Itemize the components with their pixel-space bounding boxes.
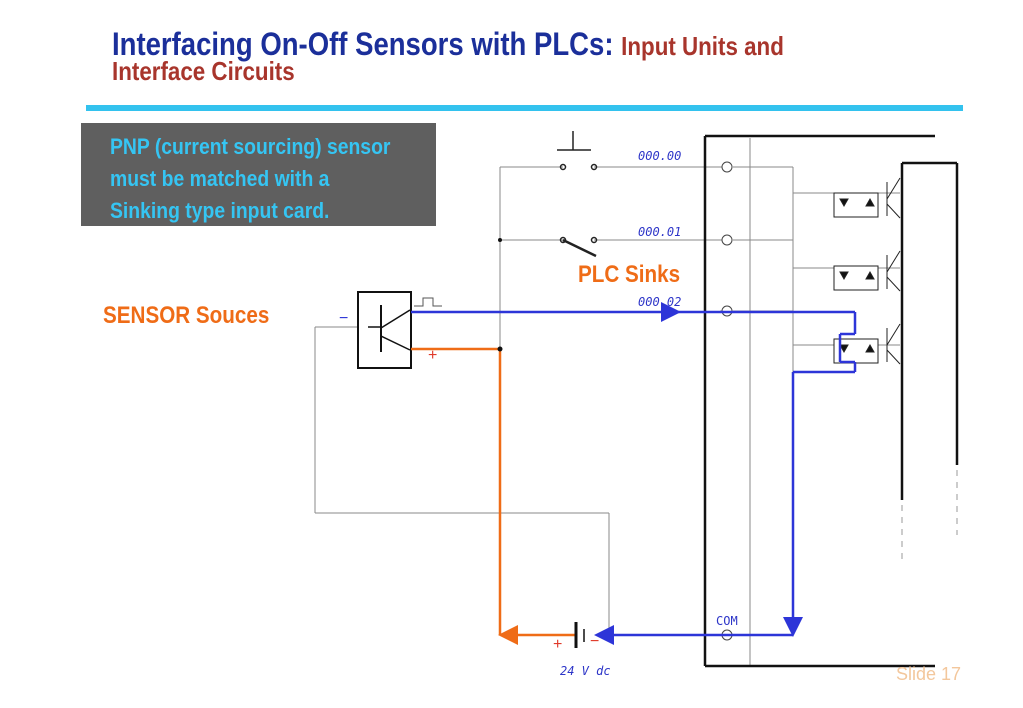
note-box	[81, 123, 436, 226]
title-main-text: Interfacing On-Off Sensors with PLCs:	[112, 26, 614, 62]
sensor-minus-sign: −	[339, 310, 349, 327]
orange-current-path	[411, 347, 575, 645]
battery-minus-sign: −	[590, 633, 600, 650]
com-label: COM	[716, 614, 738, 628]
terminals	[721, 161, 733, 641]
slide-title: Interfacing On-Off Sensors with PLCs: In…	[112, 28, 992, 84]
sensor-label: SENSOR Souces	[103, 302, 270, 329]
blue-current-path	[411, 302, 857, 645]
battery-plus-sign: +	[553, 636, 563, 653]
switch-icon	[559, 236, 598, 258]
input-000-00-label: 000.00	[638, 149, 682, 163]
battery-icon	[574, 622, 585, 648]
supply-voltage-label: 24 V dc	[560, 664, 611, 678]
note-text: PNP (current sourcing) sensor must be ma…	[110, 134, 391, 223]
pulse-icon	[414, 297, 442, 307]
slide-number: Slide 17	[896, 664, 962, 684]
pushbutton-icon	[557, 131, 598, 171]
junction-dot	[497, 346, 503, 352]
input-000-01-label: 000.01	[638, 225, 682, 239]
gray-wiring	[314, 138, 900, 665]
input-000-02-label: 000.02	[638, 295, 682, 309]
optocoupler-icons	[833, 177, 901, 365]
sensor-icon	[357, 291, 412, 369]
plc-label: PLC Sinks	[578, 261, 681, 288]
title-sub-part2: Interface Circuits	[112, 56, 295, 86]
sensor-plus-sign: +	[428, 347, 438, 364]
plc-input-card	[703, 134, 959, 668]
junction-dot	[498, 238, 502, 242]
title-main: Interfacing On-Off Sensors with PLCs: In…	[112, 28, 869, 60]
title-divider	[86, 105, 963, 111]
title-sub-part1: Input Units and	[621, 31, 784, 61]
